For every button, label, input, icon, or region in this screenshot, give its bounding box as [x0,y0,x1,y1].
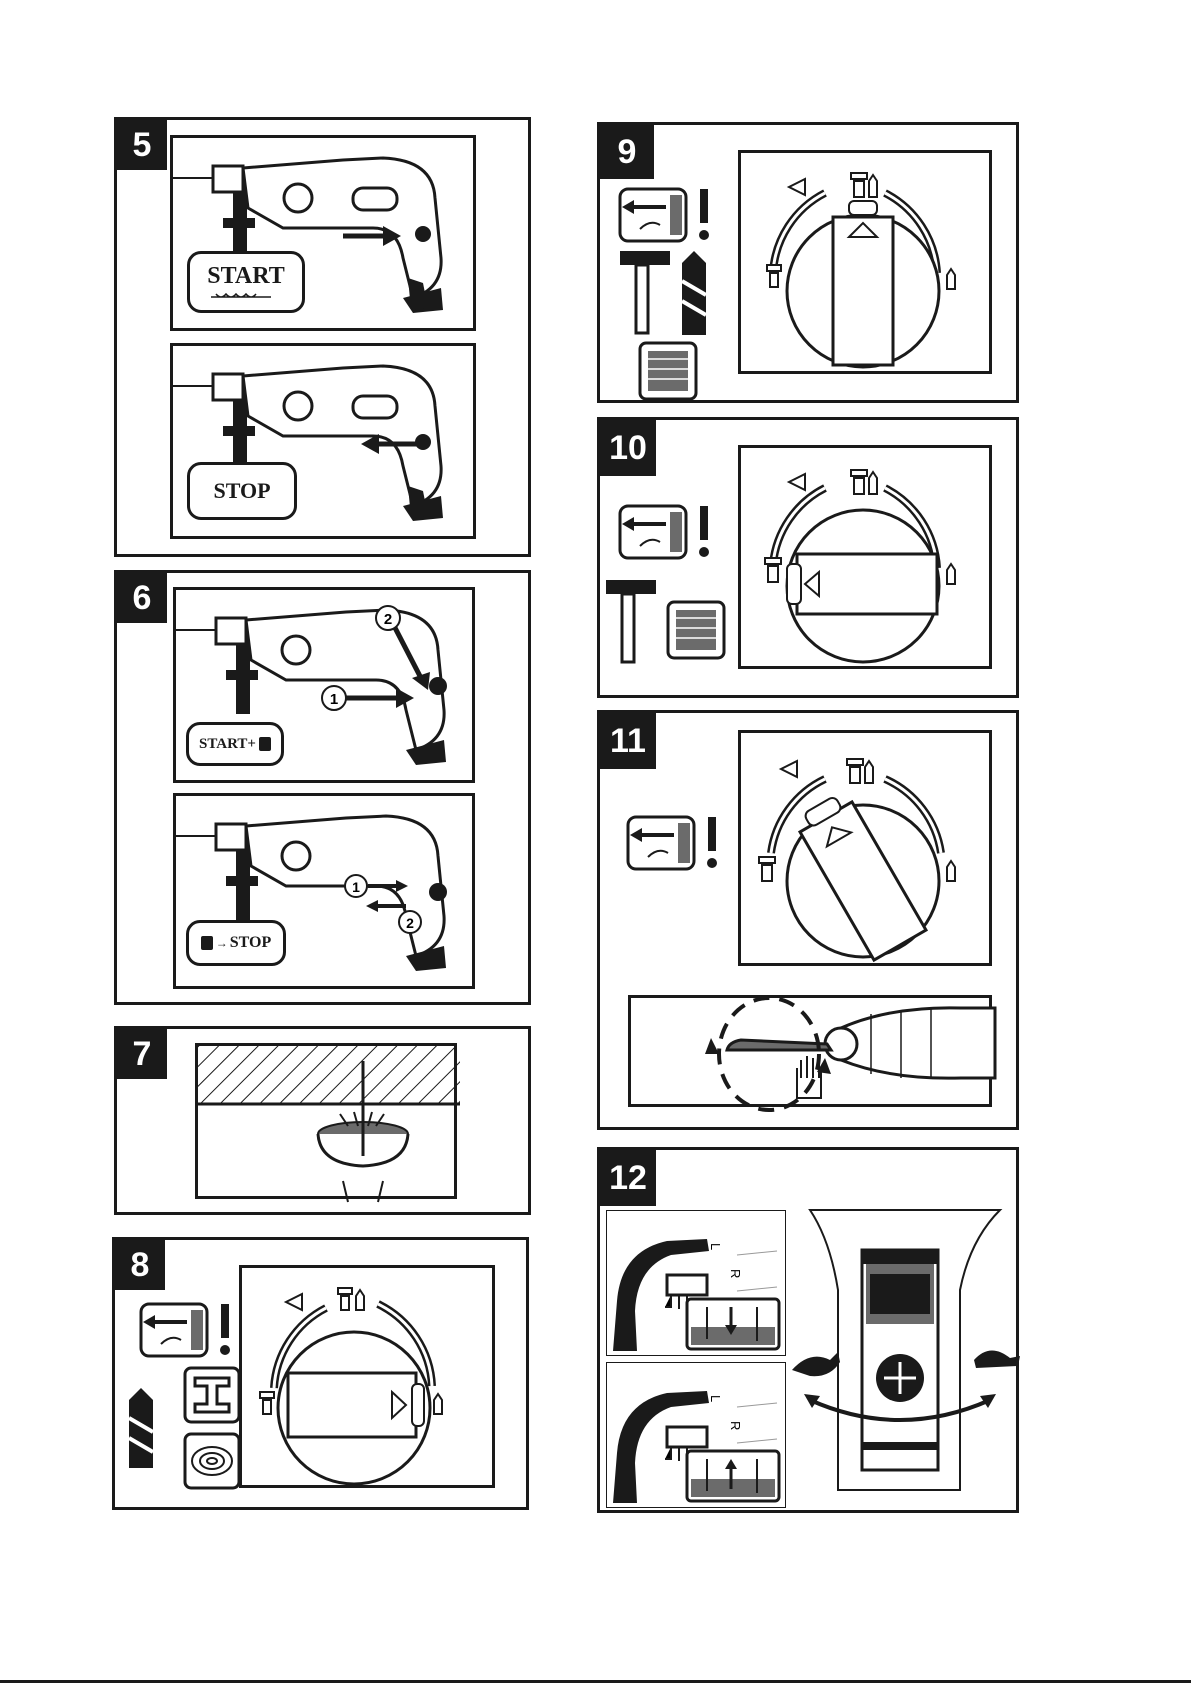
mode-dial [741,733,995,969]
callout-1: 1 [352,879,360,895]
figure-7: 7 [114,1026,531,1215]
figure-5: 5 START [114,117,531,557]
lock-icon [201,936,213,950]
start-lock-panel: 2 1 START+ [173,587,475,783]
unplug-warning-icon [141,1304,241,1360]
tortoise-icon [974,1350,1020,1368]
hare-icon [792,1352,840,1376]
stop-label: STOP [187,462,297,520]
masonry-icon [668,602,724,658]
stop-panel: STOP [170,343,476,539]
masonry-icon [640,343,696,399]
mode-dial-panel [738,150,992,374]
figure-number: 12 [600,1150,656,1206]
mode-dial-panel [738,730,992,966]
switch-forward-illustration: L R [607,1211,787,1357]
hammer-icon [606,580,656,662]
callout-2: 2 [384,611,392,628]
start-lock-text: START+ [199,736,256,753]
forward-panel: L R [606,1210,786,1356]
figure-12: 12 L R L R [597,1147,1019,1513]
figure-6: 6 2 1 START+ [114,570,531,1005]
figure-8: 8 [112,1237,529,1510]
mode-dial [741,153,995,377]
switch-letter-l: L [708,1243,723,1250]
drill-bit-icon [682,251,706,335]
figure-number: 8 [115,1240,165,1290]
drill-bit-icon [211,292,281,302]
callout-1: 1 [330,691,338,708]
callout-2: 2 [406,915,414,931]
dust-cup-panel [195,1043,457,1199]
steel-beam-icon [185,1368,239,1422]
switch-letter-r: R [728,1421,743,1430]
drill-bit-icon [129,1388,153,1468]
figure-11: 11 [597,710,1019,1130]
lock-icon [259,737,271,751]
lock-stop-label: → STOP [186,920,286,966]
figure-number: 10 [600,420,656,476]
arrow-icon: → [216,936,228,951]
figure-number: 6 [117,573,167,623]
figure-number: 11 [600,713,656,769]
figure-number: 9 [600,125,654,179]
chisel-rotation-illustration [631,998,995,1110]
unplug-warning-icon [628,817,728,873]
mode-dial [242,1268,498,1491]
switch-letter-l: L [708,1395,723,1402]
figure-10: 10 [597,417,1019,698]
wood-icon [185,1434,239,1488]
figure-number: 7 [117,1029,167,1079]
switch-reverse-illustration: L R [607,1363,787,1509]
page-bottom-rule [0,1680,1191,1683]
dust-cup-illustration [198,1046,460,1202]
figure-number: 5 [117,120,167,170]
stop-text: STOP [213,478,270,504]
mode-dial-panel [239,1265,495,1488]
start-text: START [207,263,284,290]
unplug-warning-icon [620,506,720,562]
switch-letter-r: R [728,1269,743,1278]
mode-dial-panel [738,445,992,669]
chisel-rotate-panel [628,995,992,1107]
lock-stop-text: STOP [230,934,272,952]
start-label: START [187,251,305,313]
figure-9: 9 [597,122,1019,403]
lock-stop-panel: 1 2 → STOP [173,793,475,989]
unplug-warning-icon [620,189,720,245]
start-panel: START [170,135,476,331]
release-arrow-icon [361,434,421,454]
start-lock-label: START+ [186,722,284,766]
speed-wheel-illustration [790,1210,1020,1510]
hammer-icon [620,251,670,333]
mode-dial [741,448,995,672]
reverse-panel: L R [606,1362,786,1508]
push-arrow-icon [343,226,403,246]
